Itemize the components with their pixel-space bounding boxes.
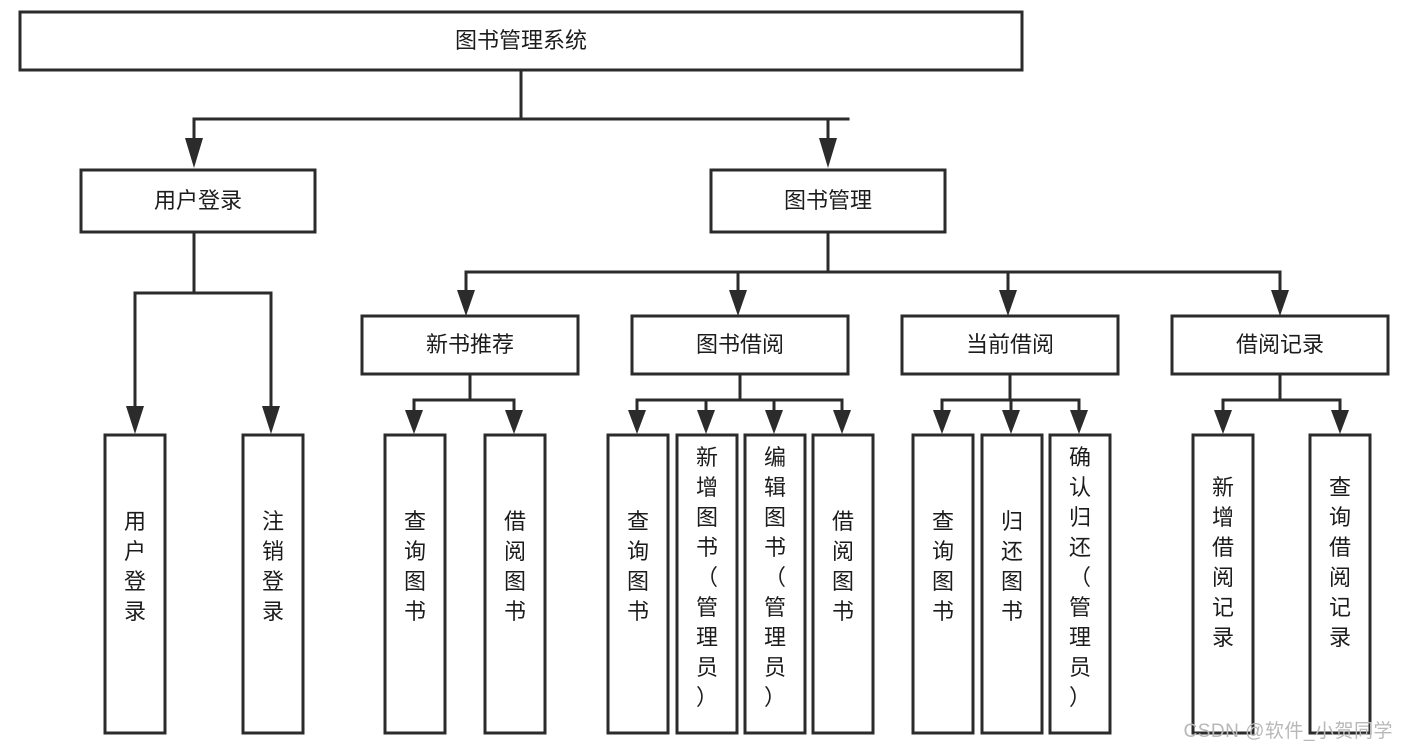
node-leaf-edit-book-rect[interactable]	[743, 433, 807, 735]
node-root[interactable]: 图书管理系统	[18, 10, 1024, 72]
arrow-head-leaf-query-book-1	[405, 410, 423, 434]
node-leaf-add-book-label: 新增图书（管理员）	[696, 445, 718, 710]
node-book-borrow[interactable]: 图书借阅	[630, 314, 850, 376]
arrow-head-new-book-recommend	[457, 290, 475, 316]
node-leaf-user-login-label: 用户登录	[124, 509, 146, 624]
node-leaf-query-book-1[interactable]: 查询图书	[383, 433, 447, 735]
node-leaf-logout-login-rect[interactable]	[241, 433, 305, 735]
arrow-head-leaf-query-book-2	[628, 410, 646, 434]
arrow-head-leaf-confirm-return	[1070, 410, 1088, 434]
arrow-head-leaf-query-book-3	[933, 410, 951, 434]
node-leaf-confirm-return[interactable]: 确认归还（管理员）	[1048, 433, 1112, 735]
node-current-borrow[interactable]: 当前借阅	[900, 314, 1120, 376]
node-book-borrow-label: 图书借阅	[696, 332, 784, 357]
node-leaf-borrow-book-1-rect[interactable]	[483, 433, 547, 735]
node-current-borrow-rect[interactable]	[900, 314, 1120, 376]
arrow-head-leaf-edit-book	[765, 410, 783, 434]
connector-group-root	[185, 68, 850, 168]
node-new-book-recommend-label: 新书推荐	[426, 332, 514, 357]
node-leaf-return-book-label: 归还图书	[1001, 509, 1023, 624]
node-new-book-recommend-rect[interactable]	[360, 314, 580, 376]
node-leaf-query-book-3-rect[interactable]	[911, 433, 975, 735]
node-leaf-query-book-3[interactable]: 查询图书	[911, 433, 975, 735]
node-leaf-borrow-book-1[interactable]: 借阅图书	[483, 433, 547, 735]
node-user-login-label: 用户登录	[154, 188, 242, 213]
arrow-head-bookmgmt	[819, 138, 837, 168]
node-leaf-query-book-3-label: 查询图书	[932, 509, 954, 624]
node-leaf-add-book-rect[interactable]	[675, 433, 739, 735]
node-borrow-record[interactable]: 借阅记录	[1170, 314, 1390, 376]
connector-group-userlogin	[126, 230, 280, 434]
node-leaf-query-record[interactable]: 查询借阅记录	[1308, 433, 1372, 735]
node-book-borrow-rect[interactable]	[630, 314, 850, 376]
node-book-management-label: 图书管理	[784, 188, 872, 213]
node-leaf-confirm-return-rect[interactable]	[1048, 433, 1112, 735]
node-leaf-return-book-rect[interactable]	[980, 433, 1044, 735]
node-root-label: 图书管理系统	[455, 28, 587, 53]
arrow-head-leaf-add-record	[1214, 410, 1232, 434]
connector-group-new-book-recommend	[405, 372, 523, 434]
node-leaf-user-login-rect[interactable]	[103, 433, 167, 735]
node-leaf-edit-book-label: 编辑图书（管理员）	[764, 445, 786, 710]
node-book-management-rect[interactable]	[709, 168, 947, 234]
node-user-login[interactable]: 用户登录	[79, 168, 317, 234]
node-leaf-logout-login-label: 注销登录	[262, 509, 284, 624]
arrow-head-current-borrow	[999, 290, 1017, 316]
node-leaf-logout-login[interactable]: 注销登录	[241, 433, 305, 735]
node-leaf-add-book[interactable]: 新增图书（管理员）	[675, 433, 739, 735]
node-current-borrow-label: 当前借阅	[966, 332, 1054, 357]
node-leaf-query-record-rect[interactable]	[1308, 433, 1372, 735]
node-leaf-borrow-book-2[interactable]: 借阅图书	[811, 433, 875, 735]
node-leaf-borrow-book-2-label: 借阅图书	[832, 509, 854, 624]
connector-group-bookmgmt	[457, 230, 1289, 316]
node-leaf-confirm-return-label: 确认归还（管理员）	[1069, 445, 1091, 710]
arrow-head-borrow-record	[1271, 290, 1289, 316]
node-leaf-return-book[interactable]: 归还图书	[980, 433, 1044, 735]
connector-group-book-borrow	[628, 372, 851, 434]
arrow-head-leaf-add-book	[697, 410, 715, 434]
node-leaf-user-login[interactable]: 用户登录	[103, 433, 167, 735]
node-leaf-add-record[interactable]: 新增借阅记录	[1191, 433, 1255, 735]
connector-group-current-borrow	[933, 372, 1088, 434]
connector-group-borrow-record	[1214, 372, 1349, 434]
node-book-management[interactable]: 图书管理	[709, 168, 947, 234]
arrow-head-leaf-query-record	[1331, 410, 1349, 434]
node-leaf-borrow-book-2-rect[interactable]	[811, 433, 875, 735]
node-leaf-query-book-1-rect[interactable]	[383, 433, 447, 735]
node-borrow-record-label: 借阅记录	[1236, 332, 1324, 357]
arrow-head-leaf-logout-login	[262, 406, 280, 434]
arrow-head-leaf-borrow-book-2	[833, 410, 851, 434]
node-leaf-query-book-2-label: 查询图书	[627, 509, 649, 624]
arrow-head-leaf-user-login	[126, 406, 144, 434]
node-user-login-rect[interactable]	[79, 168, 317, 234]
node-leaf-add-record-rect[interactable]	[1191, 433, 1255, 735]
arrow-head-leaf-return-book	[1002, 410, 1020, 434]
node-root-rect[interactable]	[18, 10, 1024, 72]
node-leaf-query-book-2[interactable]: 查询图书	[606, 433, 670, 735]
node-leaf-edit-book[interactable]: 编辑图书（管理员）	[743, 433, 807, 735]
arrow-head-leaf-borrow-book-1	[505, 410, 523, 434]
arrow-head-userlogin	[185, 138, 203, 168]
node-leaf-add-record-label: 新增借阅记录	[1212, 475, 1234, 650]
node-leaf-query-book-2-rect[interactable]	[606, 433, 670, 735]
node-leaf-query-record-label: 查询借阅记录	[1329, 475, 1351, 650]
node-leaf-query-book-1-label: 查询图书	[404, 509, 426, 624]
node-new-book-recommend[interactable]: 新书推荐	[360, 314, 580, 376]
node-borrow-record-rect[interactable]	[1170, 314, 1390, 376]
arrow-head-book-borrow	[729, 290, 747, 316]
node-leaf-borrow-book-1-label: 借阅图书	[504, 509, 526, 624]
